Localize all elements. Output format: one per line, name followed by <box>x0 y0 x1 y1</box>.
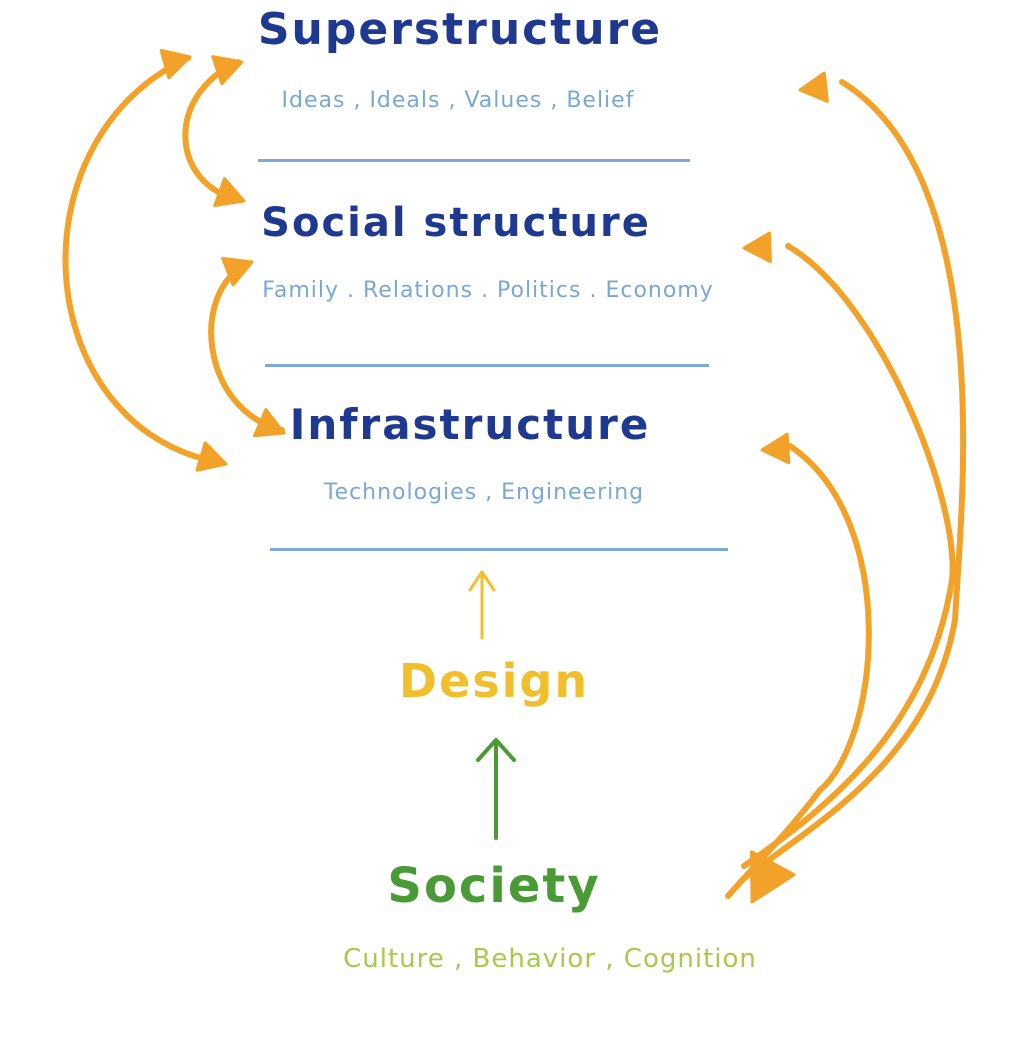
society-label: Society <box>387 858 601 914</box>
link-society-social-arrowhead-1 <box>742 231 772 264</box>
link-super-infra-line <box>62 55 225 466</box>
link-social-infra-arrowhead-1 <box>221 256 254 287</box>
layer-subtitle-infrastructure: Technologies , Engineering <box>323 480 645 505</box>
link-super-infra-arrowhead-1 <box>159 48 192 80</box>
society-subtitle: Culture , Behavior , Cognition <box>343 944 757 974</box>
layer-subtitle-social-structure: Family . Relations . Politics . Economy <box>262 278 714 303</box>
link-society-infra-arrowhead-1 <box>760 432 791 465</box>
divider-line-2 <box>265 364 709 367</box>
link-society-super-line <box>739 79 967 883</box>
design-to-infra-arrowhead <box>468 570 496 592</box>
layer-title-superstructure: Superstructure <box>257 4 663 55</box>
link-super-social-line <box>182 59 243 203</box>
link-society-super-arrowhead-1 <box>798 71 829 103</box>
divider-line-3 <box>270 548 728 551</box>
link-super-infra-arrowhead-2 <box>195 441 228 472</box>
layer-title-social-structure: Social structure <box>261 200 651 246</box>
link-super-social-arrowhead-1 <box>211 55 244 86</box>
layer-subtitle-superstructure: Ideas , Ideals , Values , Belief <box>281 88 635 113</box>
link-society-infra-line <box>725 443 872 899</box>
divider-line-1 <box>258 159 690 162</box>
design-label: Design <box>398 654 590 708</box>
link-super-social-arrowhead-2 <box>213 177 246 207</box>
layer-title-infrastructure: Infrastructure <box>289 400 651 449</box>
link-social-infra-arrowhead-2 <box>252 408 286 438</box>
link-society-social-line <box>741 243 956 869</box>
society-arrowhead <box>750 850 796 904</box>
society-to-design-arrowhead <box>476 738 516 762</box>
